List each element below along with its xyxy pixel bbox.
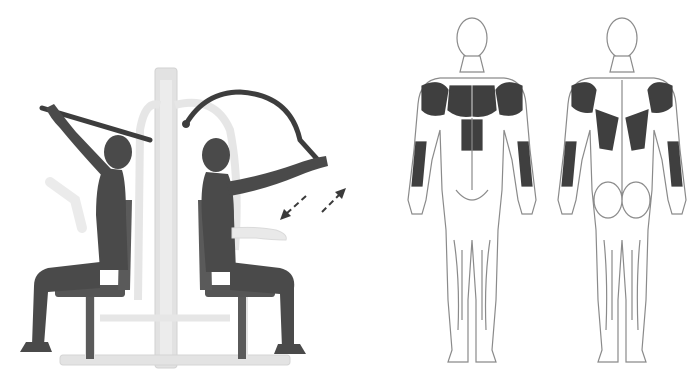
- anatomy-front-view: [408, 18, 536, 362]
- front-neck: [460, 56, 484, 72]
- left-figure-head: [104, 135, 132, 169]
- right-figure-ghost-arm: [232, 227, 286, 240]
- back-right-deltoid: [648, 83, 672, 113]
- ghost-arm-shadow: [50, 182, 82, 228]
- left-figure-arm: [46, 104, 112, 178]
- left-figure-torso: [96, 168, 128, 270]
- right-figure-arm: [226, 156, 328, 196]
- up-down-arrows-icon: [286, 194, 340, 214]
- right-figure-foot: [274, 344, 306, 354]
- front-right-deltoid: [496, 83, 522, 116]
- left-seat-leg: [86, 297, 94, 359]
- exercise-machine-illustration: [20, 68, 346, 368]
- back-left-deltoid: [572, 83, 596, 113]
- muscle-anatomy-diagram: [408, 18, 686, 362]
- arrow-heads: [280, 188, 346, 220]
- machine-frame: [60, 68, 290, 368]
- right-figure-head: [202, 138, 230, 172]
- right-lever-pivot: [182, 120, 190, 128]
- front-right-pectoral: [473, 86, 496, 116]
- back-head: [607, 18, 637, 58]
- front-head: [457, 18, 487, 58]
- anatomy-back-view: [558, 18, 686, 362]
- back-neck: [610, 56, 634, 72]
- front-left-pectoral: [448, 86, 471, 116]
- right-seat-leg: [238, 297, 246, 359]
- right-figure: [198, 138, 328, 359]
- left-figure-foot: [20, 342, 52, 352]
- front-left-deltoid: [422, 83, 448, 116]
